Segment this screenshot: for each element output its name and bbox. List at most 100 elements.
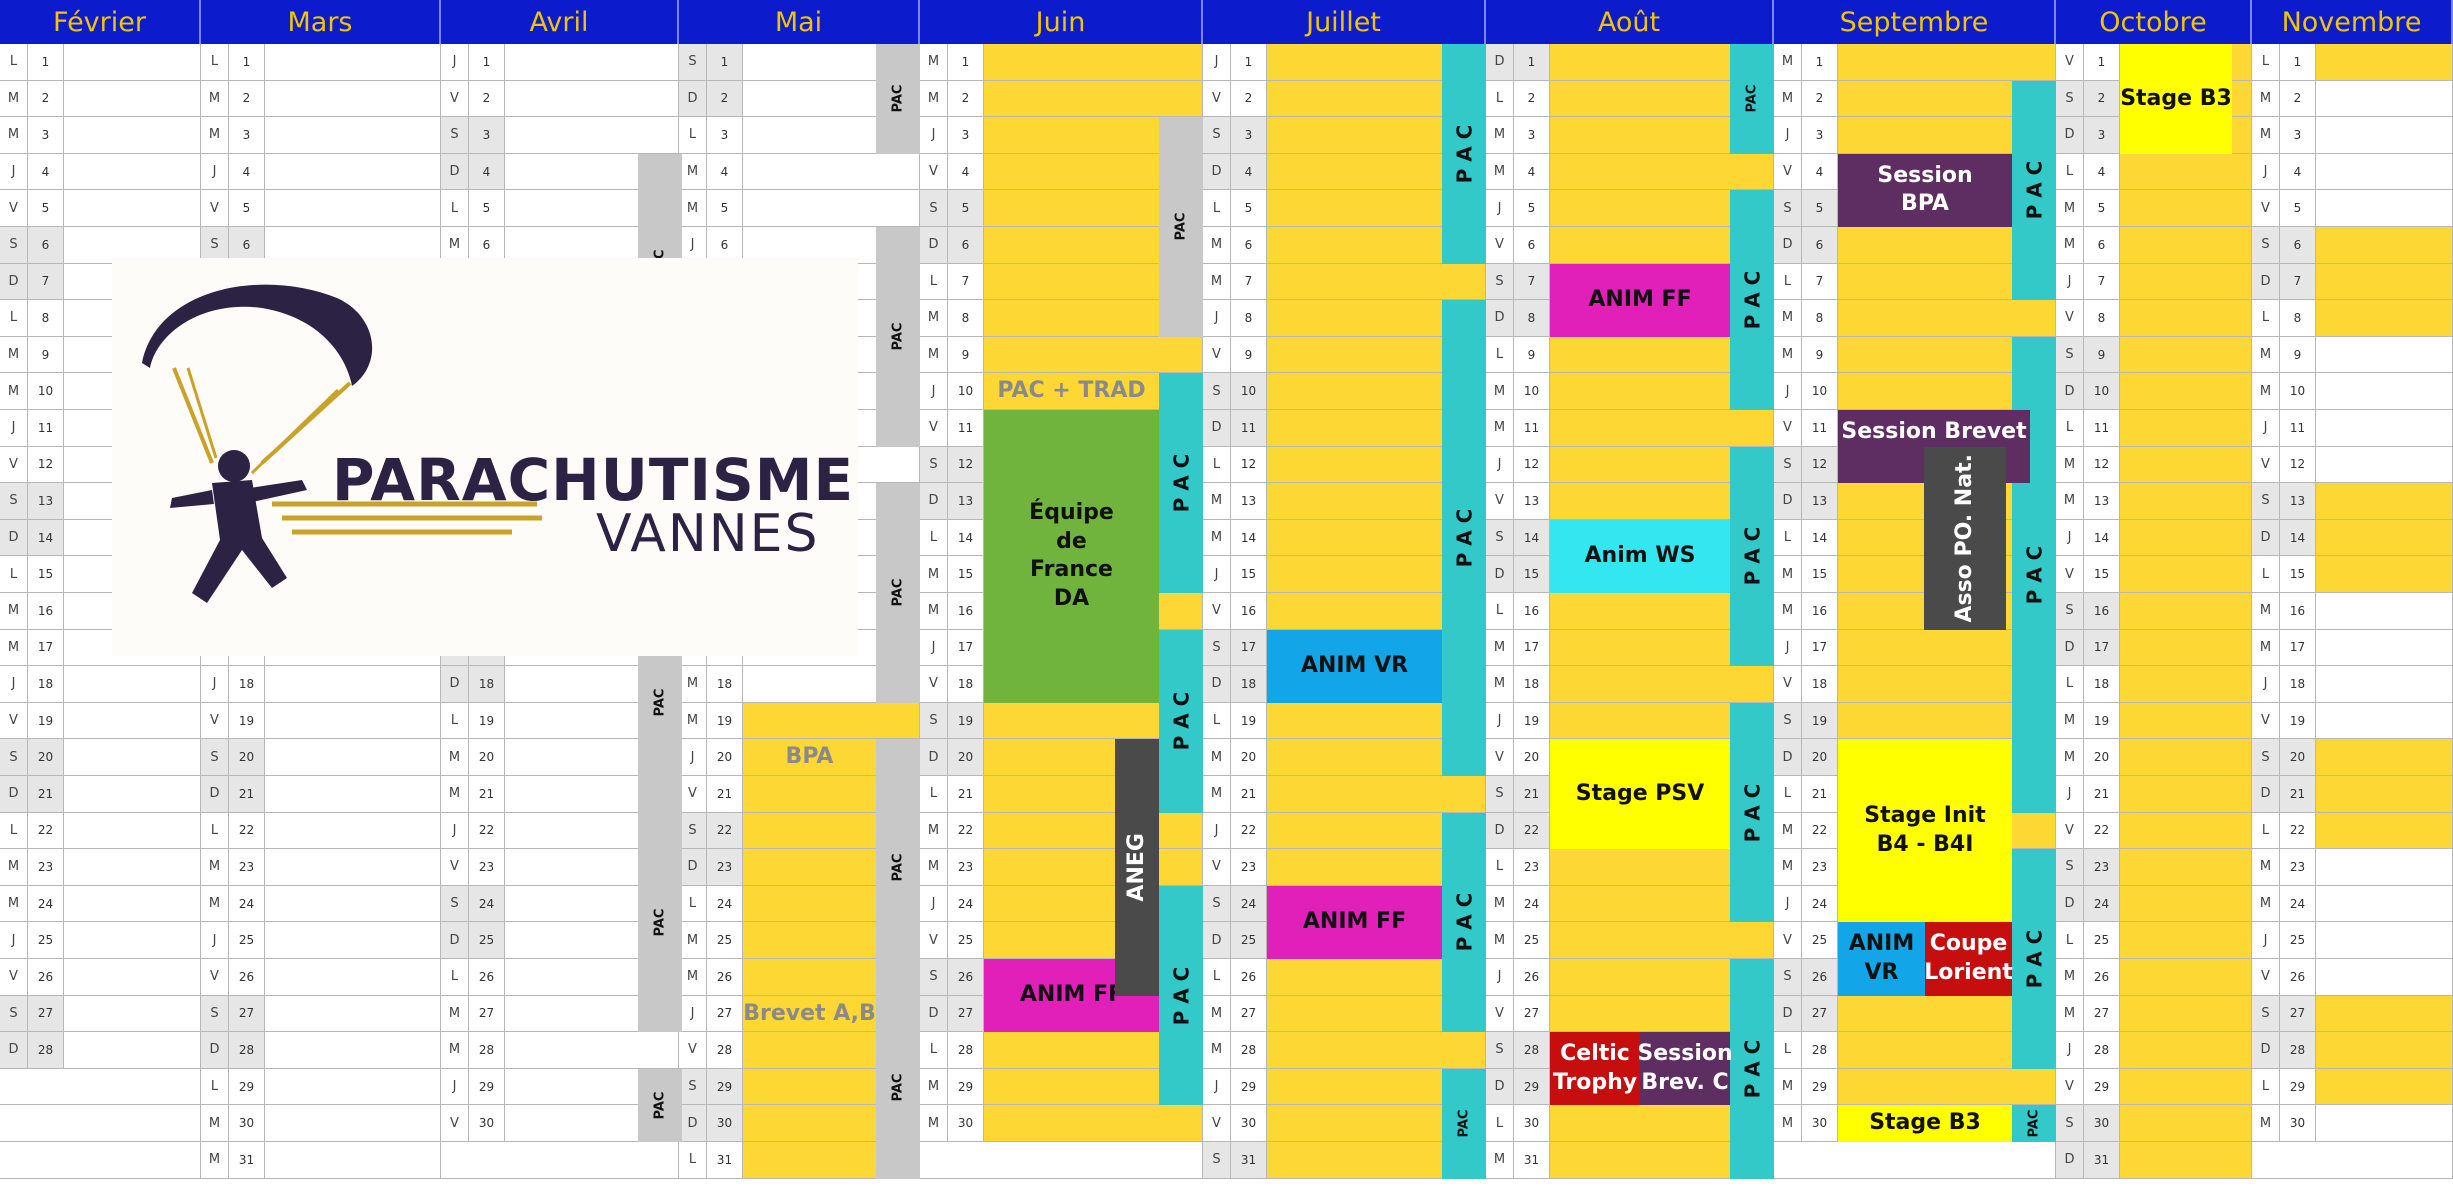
day-slot[interactable] xyxy=(1838,44,2056,81)
day-slot[interactable] xyxy=(1267,1032,1486,1069)
day-slot[interactable] xyxy=(2316,556,2453,593)
event-5[interactable]: ANIM FF xyxy=(1267,885,1442,959)
day-slot[interactable] xyxy=(1838,300,2056,337)
day-slot[interactable] xyxy=(265,885,441,923)
day-slot[interactable] xyxy=(2316,519,2453,557)
day-slot[interactable] xyxy=(505,44,679,81)
day-slot[interactable] xyxy=(2316,812,2453,850)
day-slot[interactable] xyxy=(2120,227,2252,264)
day-slot[interactable] xyxy=(2120,666,2252,703)
day-slot[interactable] xyxy=(2120,849,2252,886)
event-20[interactable]: Brevet A,B xyxy=(743,996,876,1033)
day-slot[interactable] xyxy=(2120,519,2252,557)
day-slot[interactable] xyxy=(2316,849,2453,886)
day-slot[interactable] xyxy=(64,885,201,923)
event-4[interactable]: ANIM VR xyxy=(1267,629,1442,703)
day-slot[interactable] xyxy=(265,959,441,996)
event-19[interactable]: BPA xyxy=(743,739,876,776)
day-slot[interactable] xyxy=(2120,556,2252,593)
day-slot[interactable] xyxy=(1267,776,1486,813)
day-slot[interactable] xyxy=(2316,300,2453,337)
day-slot[interactable] xyxy=(64,995,201,1033)
day-slot[interactable] xyxy=(1550,666,1774,703)
day-slot[interactable] xyxy=(2120,483,2252,520)
day-slot[interactable] xyxy=(2316,1105,2453,1142)
day-slot[interactable] xyxy=(2120,336,2252,374)
day-slot[interactable] xyxy=(984,849,1203,886)
event-9[interactable]: Celtic Trophy xyxy=(1550,1032,1640,1106)
day-slot[interactable] xyxy=(265,1105,441,1142)
day-slot[interactable] xyxy=(1550,153,1774,191)
day-slot[interactable] xyxy=(2120,739,2252,776)
day-slot[interactable] xyxy=(2316,410,2453,447)
day-slot[interactable] xyxy=(265,117,441,154)
day-slot[interactable] xyxy=(64,702,201,740)
day-slot[interactable] xyxy=(2316,739,2453,776)
day-slot[interactable] xyxy=(64,190,201,227)
day-slot[interactable] xyxy=(64,812,201,850)
day-slot[interactable] xyxy=(2316,373,2453,410)
day-slot[interactable] xyxy=(2120,812,2252,850)
day-slot[interactable] xyxy=(2316,336,2453,374)
day-slot[interactable] xyxy=(64,959,201,996)
day-slot[interactable] xyxy=(2316,80,2453,118)
day-slot[interactable] xyxy=(64,1032,201,1069)
day-slot[interactable] xyxy=(265,739,441,776)
day-slot[interactable] xyxy=(64,849,201,886)
day-slot[interactable] xyxy=(2120,153,2252,191)
day-slot[interactable] xyxy=(2120,629,2252,667)
day-slot[interactable] xyxy=(984,336,1203,374)
day-slot[interactable] xyxy=(2316,44,2453,81)
day-slot[interactable] xyxy=(2120,593,2252,630)
day-slot[interactable] xyxy=(265,776,441,813)
day-slot[interactable] xyxy=(2316,446,2453,484)
day-slot[interactable] xyxy=(984,1105,1203,1142)
day-slot[interactable] xyxy=(2316,1032,2453,1069)
day-slot[interactable] xyxy=(2120,959,2252,996)
event-18[interactable]: Stage B3 xyxy=(2120,44,2232,154)
event-8[interactable]: Stage PSV xyxy=(1550,739,1730,850)
day-slot[interactable] xyxy=(64,739,201,776)
day-slot[interactable] xyxy=(2120,702,2252,740)
day-slot[interactable] xyxy=(265,702,441,740)
day-slot[interactable] xyxy=(2120,190,2252,227)
day-slot[interactable] xyxy=(743,702,920,740)
day-slot[interactable] xyxy=(2316,629,2453,667)
day-slot[interactable] xyxy=(265,666,441,703)
event-16[interactable]: Coupe Lorient xyxy=(1924,922,2013,996)
day-slot[interactable] xyxy=(505,117,679,154)
day-slot[interactable] xyxy=(265,227,441,264)
day-slot[interactable] xyxy=(743,153,920,191)
day-slot[interactable] xyxy=(743,190,920,227)
day-slot[interactable] xyxy=(2316,776,2453,813)
day-slot[interactable] xyxy=(2316,995,2453,1033)
day-slot[interactable] xyxy=(2120,300,2252,337)
event-3[interactable]: ANEG xyxy=(1115,739,1159,996)
day-slot[interactable] xyxy=(2120,776,2252,813)
day-slot[interactable] xyxy=(1838,1068,2056,1106)
day-slot[interactable] xyxy=(1550,922,1774,959)
day-slot[interactable] xyxy=(2316,959,2453,996)
day-slot[interactable] xyxy=(265,1142,441,1179)
day-slot[interactable] xyxy=(505,80,679,118)
event-10[interactable]: Session Brev. C xyxy=(1637,1032,1733,1106)
day-slot[interactable] xyxy=(2120,410,2252,447)
event-6[interactable]: ANIM FF xyxy=(1550,263,1730,337)
day-slot[interactable] xyxy=(984,80,1203,118)
day-slot[interactable] xyxy=(1267,263,1486,301)
day-slot[interactable] xyxy=(2120,995,2252,1033)
day-slot[interactable] xyxy=(505,1032,679,1069)
day-slot[interactable] xyxy=(2120,446,2252,484)
day-slot[interactable] xyxy=(2316,666,2453,703)
day-slot[interactable] xyxy=(265,44,441,81)
event-17[interactable]: Stage B3 xyxy=(1838,1105,2012,1142)
day-slot[interactable] xyxy=(984,812,1203,850)
day-slot[interactable] xyxy=(2316,593,2453,630)
day-slot[interactable] xyxy=(2316,263,2453,301)
day-slot[interactable] xyxy=(64,44,201,81)
day-slot[interactable] xyxy=(2316,190,2453,227)
day-slot[interactable] xyxy=(265,153,441,191)
day-slot[interactable] xyxy=(2316,483,2453,520)
event-1[interactable]: Équipe de France DA xyxy=(984,410,1159,703)
day-slot[interactable] xyxy=(2316,922,2453,959)
